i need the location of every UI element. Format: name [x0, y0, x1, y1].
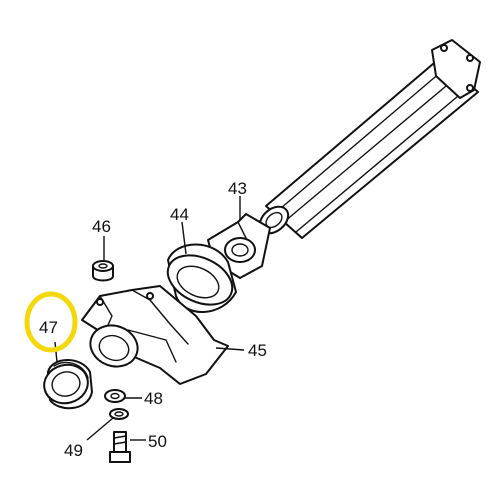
callout-44: 44	[170, 205, 189, 224]
washer-48	[104, 389, 126, 403]
highlight-ring	[24, 291, 78, 353]
leader-lines	[54, 196, 245, 441]
callout-50: 50	[148, 432, 167, 451]
callout-43: 43	[228, 179, 247, 198]
bearing-ring-44	[166, 243, 237, 313]
leader-44	[181, 221, 187, 255]
callout-48: 48	[144, 389, 163, 408]
callout-47: 47	[39, 318, 58, 337]
bushing-46	[92, 260, 114, 282]
seal-ring-47	[43, 359, 93, 410]
callout-labels: 43 44 45 46 47 48 49 50	[39, 179, 267, 460]
callout-45: 45	[248, 341, 267, 360]
lock-washer-49	[109, 408, 129, 420]
gear-housing	[81, 285, 229, 385]
leader-45	[215, 347, 245, 351]
leader-49	[86, 417, 114, 441]
shaft-tube	[258, 39, 481, 239]
bolt-50	[109, 431, 131, 463]
callout-49: 49	[64, 441, 83, 460]
callout-46: 46	[92, 217, 111, 236]
